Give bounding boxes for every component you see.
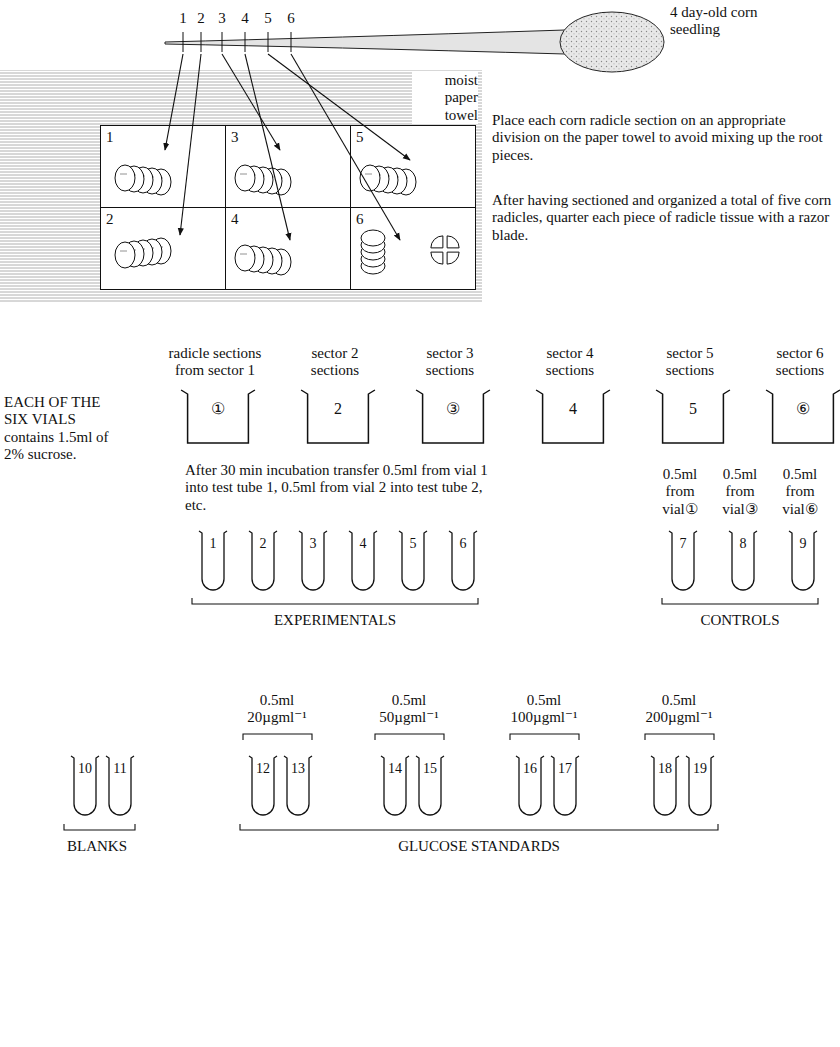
node-number: 4 [231,211,239,228]
towel-division: 5 [350,125,476,208]
group-label: GLUCOSE STANDARDS [389,838,569,855]
group-label: BLANKS [40,838,154,855]
node-number: 5 [396,536,430,551]
test-tube: 19 [683,755,717,817]
vial-label: sector 3 sections [414,345,486,380]
towel-division: 4 [225,207,351,290]
section-number: 6 [284,10,298,27]
node-number: 5 [356,129,364,146]
test-tube: 18 [648,755,682,817]
sucrose-vial: 5 [655,388,731,444]
test-tube: 2 [246,530,280,592]
towel-division: 2 [100,207,226,290]
test-tube: 12 [246,755,280,817]
node-number: 7 [666,536,700,551]
node-number: 17 [548,761,582,776]
group-brackets [64,598,818,830]
towel-division: 1 [100,125,226,208]
vial-note: EACH OF THE SIX VIALS contains 1.5ml of … [4,394,122,463]
sucrose-vial: ① [180,388,256,444]
node-number: 6 [446,536,480,551]
vial-label: radicle sections from sector 1 [157,345,273,380]
radicle-sections [115,165,459,275]
sucrose-vial: ⑥ [765,388,840,444]
node-number: 5 [655,400,731,418]
section-number: 3 [215,10,229,27]
node-number: 6 [356,211,364,228]
node-number: 12 [246,761,280,776]
node-number: 13 [281,761,315,776]
test-tube: 11 [103,755,137,817]
towel-grid-ground [100,125,475,289]
vial-label: sector 5 sections [654,345,726,380]
test-tube: 16 [513,755,547,817]
node-number: 11 [103,761,137,776]
node-number: 10 [68,761,102,776]
test-tube: 8 [726,530,760,592]
test-tube: 1 [196,530,230,592]
sucrose-vial: 2 [300,388,376,444]
vial-label: sector 4 sections [534,345,606,380]
node-number: 4 [346,536,380,551]
test-tube: 6 [446,530,480,592]
standard-label: 0.5ml 100µgml⁻¹ [502,692,586,727]
test-tube: 14 [378,755,412,817]
seedling-label: 4 day-old corn seedling [670,4,762,39]
node-number: 2 [246,536,280,551]
node-number: 8 [726,536,760,551]
node-number: 2 [300,400,376,418]
vial-label: sector 2 sections [299,345,371,380]
towel-division: 3 [225,125,351,208]
test-tube: 4 [346,530,380,592]
instruction-note: Place each corn radicle section on an ap… [492,112,832,164]
sucrose-vial: 4 [535,388,611,444]
node-number: 16 [513,761,547,776]
node-number: 3 [296,536,330,551]
test-tube: 5 [396,530,430,592]
node-number: 19 [683,761,717,776]
test-tube: 17 [548,755,582,817]
node-number: ⑥ [765,400,840,418]
node-number: 3 [231,129,239,146]
group-label: EXPERIMENTALS [255,612,415,629]
node-number: 2 [106,211,114,228]
standard-label: 0.5ml 200µgml⁻¹ [637,692,721,727]
test-tube: 9 [786,530,820,592]
test-tube: 13 [281,755,315,817]
transfer-note: After 30 min incubation transfer 0.5ml f… [185,462,497,514]
group-label: CONTROLS [680,612,800,629]
section-arrows [165,54,410,240]
node-number: 15 [413,761,447,776]
test-tube: 10 [68,755,102,817]
control-label: 0.5ml from vial③ [713,466,767,518]
vial-label: sector 6 sections [764,345,836,380]
section-number: 4 [238,10,252,27]
node-number: 4 [535,400,611,418]
section-number: 2 [194,10,208,27]
instruction-note: After having sectioned and organized a t… [492,192,832,244]
section-number: 5 [261,10,275,27]
towel-label: moist paper towel [412,72,478,124]
test-tube: 7 [666,530,700,592]
control-label: 0.5ml from vial⑥ [773,466,827,518]
standard-label: 0.5ml 20µgml⁻¹ [235,692,319,727]
node-number: 14 [378,761,412,776]
test-tube: 15 [413,755,447,817]
test-tube: 3 [296,530,330,592]
towel-division: 6 [350,207,476,290]
paper-towel [0,70,482,302]
node-number: 1 [106,129,114,146]
standard-label: 0.5ml 50µgml⁻¹ [367,692,451,727]
sucrose-vial: ③ [415,388,491,444]
section-number: 1 [176,10,190,27]
node-number: 1 [196,536,230,551]
node-number: ③ [415,400,491,418]
node-number: ① [180,400,256,418]
node-number: 18 [648,761,682,776]
control-label: 0.5ml from vial① [653,466,707,518]
corn-seedling [165,12,664,72]
node-number: 9 [786,536,820,551]
